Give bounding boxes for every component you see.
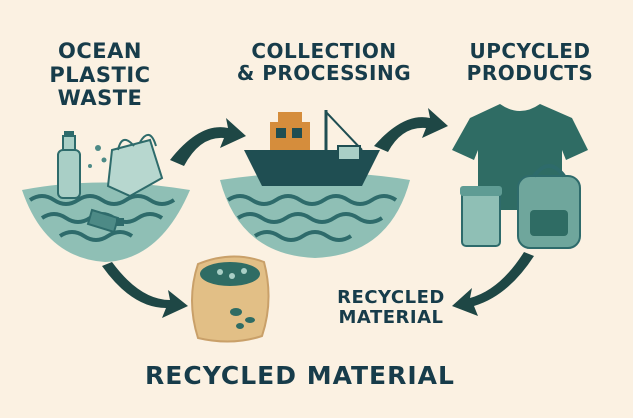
ocean-waste-illustration	[22, 131, 190, 262]
crushed-bottle-icon	[86, 208, 124, 234]
plastic-bottle-icon	[57, 131, 81, 199]
collection-illustration	[220, 110, 410, 258]
upcycled-products-label: UPCYCLED PRODUCTS	[466, 39, 594, 86]
material-sack-icon	[191, 255, 270, 343]
cup-icon	[460, 186, 502, 247]
upcycled-illustration	[452, 104, 588, 249]
backpack-icon	[517, 164, 581, 249]
recycled-material-label-bottom: RECYCLED MATERIAL	[145, 361, 455, 390]
collection-processing-label: COLLECTION & PROCESSING	[236, 39, 412, 86]
arrow-icon	[102, 108, 534, 318]
fishing-boat-icon	[244, 110, 380, 186]
plastic-bag-icon	[106, 134, 164, 198]
ocean-plastic-waste-label: OCEAN PLASTIC WASTE	[49, 39, 151, 111]
recycled-material-label-right: RECYCLED MATERIAL	[337, 287, 445, 329]
sea-icon	[220, 172, 410, 258]
